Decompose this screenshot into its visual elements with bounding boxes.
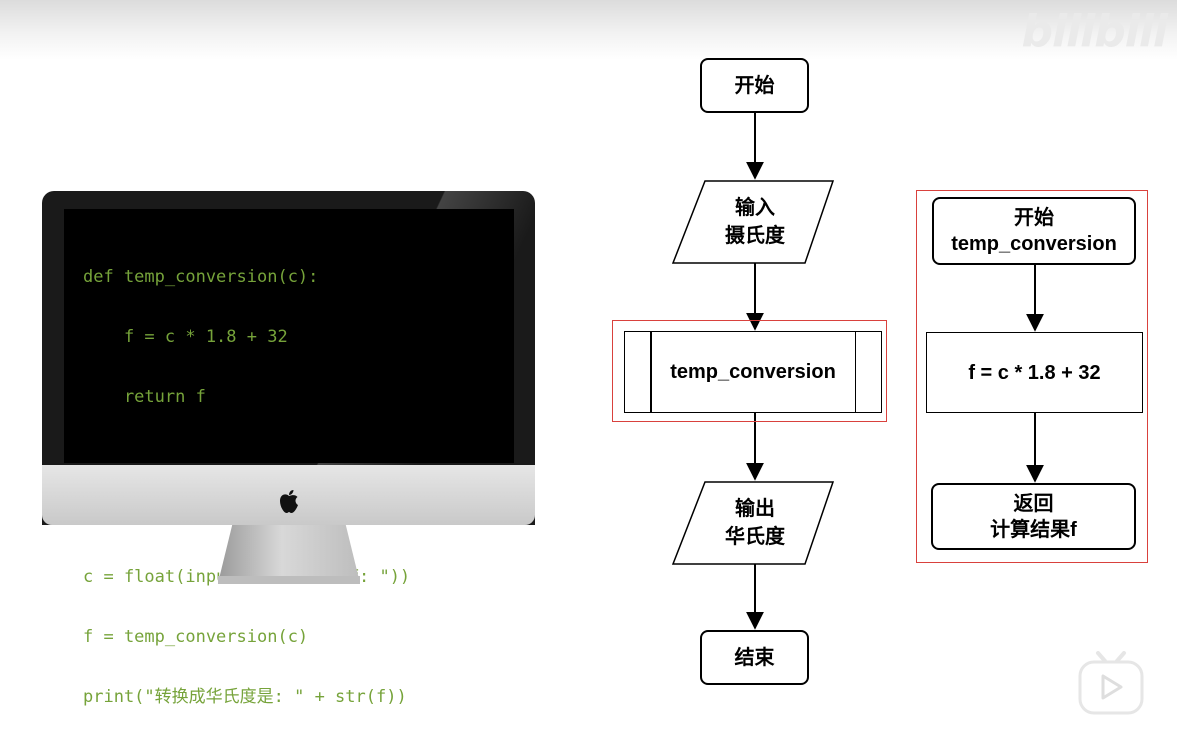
code-line: def temp_conversion(c): xyxy=(83,267,319,287)
sub-process-label: f = c * 1.8 + 32 xyxy=(968,361,1101,384)
call-highlight-frame xyxy=(612,320,887,422)
flow-end: 结束 xyxy=(700,630,809,685)
function-highlight-frame xyxy=(916,190,1148,563)
flow-call-container: temp_conversion xyxy=(625,332,881,412)
code-line: f = temp_conversion(c) xyxy=(83,627,309,647)
sub-return-line1: 返回 xyxy=(1013,492,1054,515)
flow-output-line2: 华氏度 xyxy=(725,526,785,548)
flow-output-line1: 输出 xyxy=(735,498,775,520)
play-icon[interactable] xyxy=(1078,651,1144,715)
monitor-chin xyxy=(42,465,535,525)
flow-input-label: 输入 摄氏度 xyxy=(700,194,810,250)
flow-call-label: temp_conversion xyxy=(670,361,836,383)
sub-start-line1: 开始 xyxy=(1014,207,1054,229)
code-line: print("转换成华氏度是: " + str(f)) xyxy=(83,687,407,707)
sub-return: 返回 计算结果f xyxy=(931,483,1136,550)
subprocess-bar-right xyxy=(854,332,856,412)
sub-return-line2: 计算结果f xyxy=(990,518,1077,541)
flow-start-label: 开始 xyxy=(734,74,775,97)
subprocess-bar-left xyxy=(650,332,652,412)
sub-start: 开始 temp_conversion xyxy=(932,197,1136,265)
flow-end-label: 结束 xyxy=(734,646,775,669)
monitor-stand xyxy=(218,525,360,583)
monitor-screen: def temp_conversion(c): f = c * 1.8 + 32… xyxy=(64,209,514,707)
flow-input-line1: 输入 xyxy=(735,197,775,219)
top-shade xyxy=(0,0,1177,60)
flow-output-label: 输出 华氏度 xyxy=(700,495,810,551)
flowchart-connectors xyxy=(671,113,1044,630)
apple-logo-icon xyxy=(280,490,298,513)
monitor-stand-base xyxy=(218,576,360,584)
code-line: f = c * 1.8 + 32 xyxy=(83,327,288,347)
flow-input-line2: 摄氏度 xyxy=(725,225,785,247)
sub-start-line2: temp_conversion xyxy=(951,233,1117,255)
flow-call-subprocess: temp_conversion xyxy=(624,331,882,413)
code-line: return f xyxy=(83,387,206,407)
flow-start: 开始 xyxy=(700,58,809,113)
bilibili-watermark-icon: bilibili xyxy=(1021,6,1168,57)
output-parallelogram xyxy=(671,481,835,565)
sub-process: f = c * 1.8 + 32 xyxy=(926,332,1143,413)
input-parallelogram xyxy=(671,180,835,264)
